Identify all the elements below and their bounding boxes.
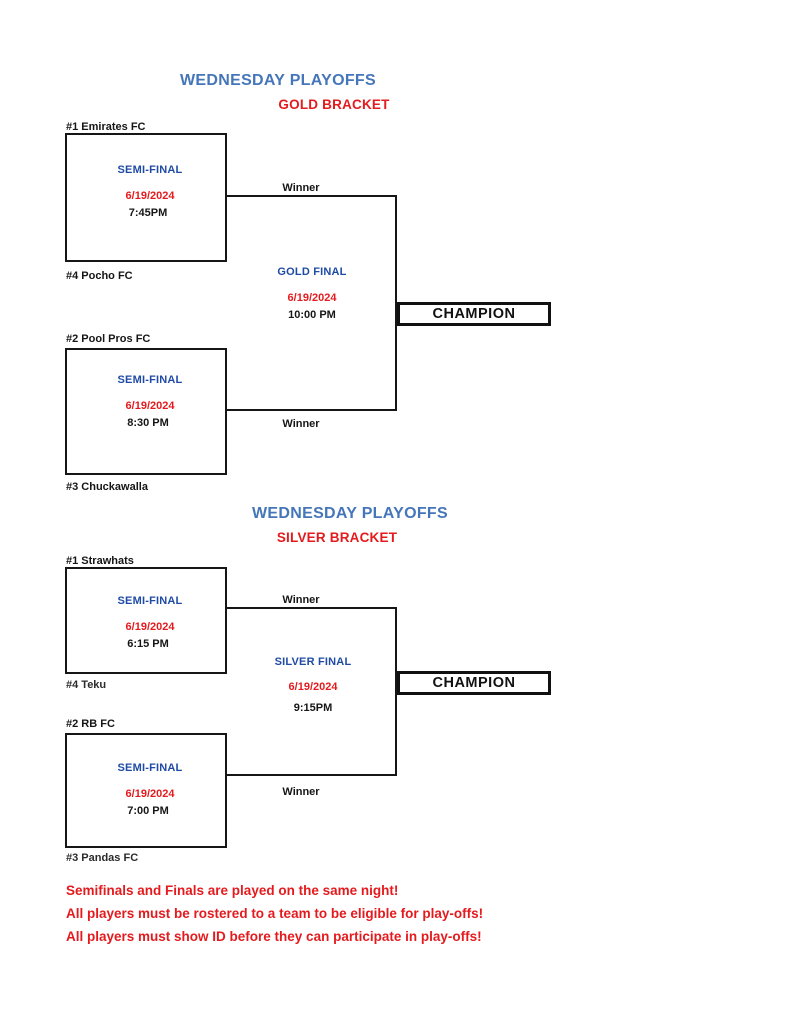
silver-final-label: SILVER FINAL (274, 656, 352, 668)
silver-final-date: 6/19/2024 (288, 681, 338, 693)
silver-semifinal1-date: 6/19/2024 (125, 621, 175, 633)
gold-champion-box: CHAMPION (397, 302, 551, 326)
silver-final-line (395, 607, 397, 776)
gold-final-date: 6/19/2024 (287, 292, 337, 304)
silver-team-seed4: #4 Teku (66, 679, 107, 691)
gold-team-seed4: #4 Pocho FC (66, 270, 133, 282)
silver-semifinal2-label: SEMI-FINAL (117, 762, 183, 774)
gold-final-time: 10:00 PM (288, 309, 336, 321)
silver-winner-top-label: Winner (282, 594, 320, 606)
gold-final-line (395, 195, 397, 411)
gold-winner-bottom-label: Winner (282, 418, 320, 430)
silver-winner-top-line (225, 607, 397, 609)
gold-semifinal2-box (65, 348, 227, 475)
silver-final-time: 9:15PM (293, 702, 333, 714)
gold-winner-top-label: Winner (282, 182, 320, 194)
gold-team-seed3: #3 Chuckawalla (66, 481, 148, 493)
silver-team-seed1: #1 Strawhats (66, 555, 134, 567)
silver-semifinal1-label: SEMI-FINAL (117, 595, 183, 607)
silver-bracket-title: WEDNESDAY PLAYOFFS (252, 505, 448, 522)
silver-semifinal1-box (65, 567, 227, 674)
silver-bracket-subtitle: SILVER BRACKET (276, 530, 398, 545)
gold-team-seed1: #1 Emirates FC (66, 121, 146, 133)
gold-semifinal1-label: SEMI-FINAL (117, 164, 183, 176)
gold-semifinal1-box (65, 133, 227, 262)
gold-winner-bottom-line (225, 409, 397, 411)
gold-bracket-title: WEDNESDAY PLAYOFFS (180, 72, 376, 89)
silver-semifinal1-time: 6:15 PM (127, 638, 169, 650)
gold-champion-label: CHAMPION (432, 306, 516, 322)
gold-semifinal2-label: SEMI-FINAL (117, 374, 183, 386)
silver-champion-box: CHAMPION (397, 671, 551, 695)
gold-winner-top-line (225, 195, 397, 197)
gold-semifinal1-date: 6/19/2024 (125, 190, 175, 202)
silver-winner-bottom-label: Winner (282, 786, 320, 798)
gold-final-label: GOLD FINAL (277, 266, 347, 278)
footer-note-3: All players must show ID before they can… (66, 929, 482, 944)
gold-semifinal2-time: 8:30 PM (127, 417, 169, 429)
footer-note-2: All players must be rostered to a team t… (66, 906, 484, 921)
silver-champion-label: CHAMPION (432, 675, 516, 691)
gold-bracket-subtitle: GOLD BRACKET (278, 97, 390, 112)
gold-semifinal2-date: 6/19/2024 (125, 400, 175, 412)
silver-semifinal2-box (65, 733, 227, 848)
silver-semifinal2-time: 7:00 PM (127, 805, 169, 817)
silver-team-seed2: #2 RB FC (66, 718, 115, 730)
silver-semifinal2-date: 6/19/2024 (125, 788, 175, 800)
silver-team-seed3: #3 Pandas FC (66, 852, 139, 864)
gold-semifinal1-time: 7:45PM (128, 207, 168, 219)
silver-winner-bottom-line (225, 774, 397, 776)
footer-note-1: Semifinals and Finals are played on the … (66, 883, 399, 898)
gold-team-seed2: #2 Pool Pros FC (66, 333, 151, 345)
